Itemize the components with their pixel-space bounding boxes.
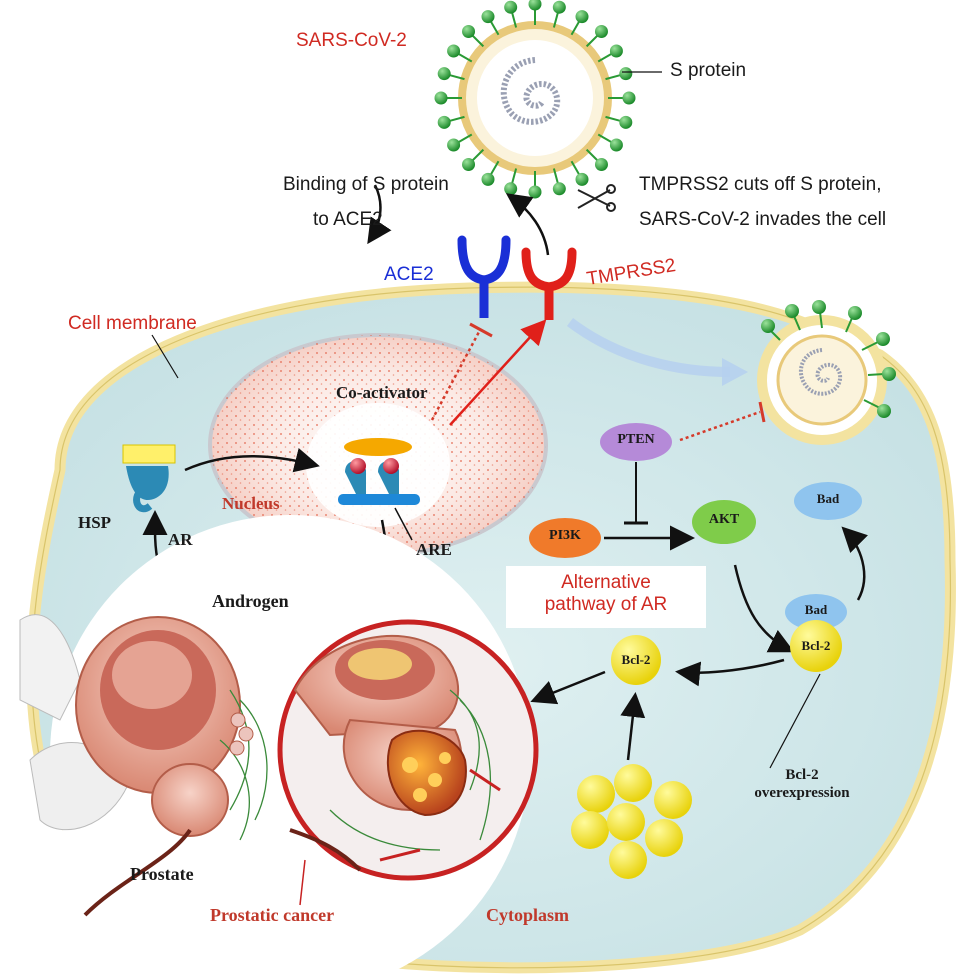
spike-stem [489, 160, 500, 177]
ace2-inhibition [430, 329, 482, 421]
spike-stem [585, 33, 600, 48]
signaling-pathway [529, 401, 868, 769]
spike-protein [619, 115, 633, 129]
label-cytoplasm: Cytoplasm [486, 905, 570, 925]
spike-protein [594, 25, 608, 39]
spike-stem [470, 33, 485, 48]
spike-protein [462, 157, 476, 171]
spike-stem [510, 10, 518, 28]
spike-protein [575, 10, 589, 24]
scissors-icon [577, 184, 616, 212]
label-tmprss2-line2: SARS-CoV-2 invades the cell [639, 209, 887, 230]
spike-stem [510, 168, 518, 186]
spike-stem [489, 19, 500, 36]
spike-protein [528, 0, 542, 11]
spike-stem [605, 73, 623, 81]
label-are: ARE [416, 540, 452, 559]
label-ar: AR [168, 530, 193, 549]
spike-stem [456, 52, 473, 63]
label-cell-membrane: Cell membrane [68, 313, 197, 334]
label-bcl2-left: Bcl-2 [621, 652, 651, 667]
label-tmprss2-line1: TMPRSS2 cuts off S protein, [639, 174, 882, 195]
spike-protein [447, 138, 461, 152]
ar-translocation-arrow [184, 448, 320, 473]
label-prostatic-cancer: Prostatic cancer [210, 905, 335, 925]
label-alt-line2: pathway of AR [544, 594, 668, 615]
label-overexp-line1: Bcl-2 [785, 767, 819, 783]
label-s-protein: S protein [670, 60, 747, 81]
label-akt: AKT [708, 512, 740, 527]
spike-stem [456, 133, 473, 144]
label-hsp: HSP [78, 513, 112, 532]
spike-stem [552, 10, 560, 28]
label-nucleus: Nucleus [222, 494, 280, 513]
spike-stem [552, 168, 560, 186]
entry-arrow [566, 318, 731, 377]
label-androgen: Androgen [212, 591, 289, 611]
ace2-receptor [457, 235, 511, 318]
spike-stem [447, 115, 465, 123]
label-overexp-line2: overexpression [754, 785, 850, 801]
spike-stem [605, 115, 623, 123]
spike-stem [597, 133, 614, 144]
spike-stem [597, 52, 614, 63]
label-bcl2-right: Bcl-2 [801, 638, 831, 653]
label-bad-top: Bad [816, 491, 840, 506]
spike-stem [570, 160, 581, 177]
label-sars-cov-2: SARS-CoV-2 [296, 30, 407, 51]
label-pten: PTEN [617, 432, 655, 447]
spike-protein [552, 0, 566, 14]
ar-complex [338, 438, 420, 505]
hsp-ar-complex [122, 444, 176, 513]
label-binding-line1: Binding of S protein [283, 174, 449, 195]
spike-protein [481, 10, 495, 24]
spike-stem [470, 148, 485, 163]
invasion-arrow [505, 193, 550, 256]
alt-pathway-box: Alternative pathway of AR [506, 566, 706, 628]
spike-protein [437, 67, 451, 81]
binding-arrow [367, 184, 392, 245]
label-bad-bottom: Bad [804, 602, 828, 617]
label-ace2: ACE2 [384, 264, 434, 285]
spike-protein [552, 182, 566, 196]
spike-protein [447, 44, 461, 58]
spike-protein [504, 0, 518, 14]
spike-stem [447, 73, 465, 81]
cancer-circle [277, 619, 539, 881]
spike-protein [462, 25, 476, 39]
spike-protein [434, 91, 448, 105]
label-binding-line2: to ACE2 [313, 209, 383, 230]
spike-protein [609, 44, 623, 58]
tmprss2-receptor [521, 247, 577, 320]
spike-protein [594, 157, 608, 171]
label-pi3k: PI3K [549, 528, 581, 543]
spike-protein [622, 91, 636, 105]
spike-protein [437, 115, 451, 129]
spike-protein [609, 138, 623, 152]
spike-protein [504, 182, 518, 196]
spike-stem [585, 148, 600, 163]
spike-protein [528, 185, 542, 199]
spike-protein [481, 172, 495, 186]
spike-stem [570, 19, 581, 36]
budding-virus [757, 300, 896, 445]
virus-icon [434, 0, 662, 199]
label-co-activator: Co-activator [336, 383, 428, 402]
label-prostate: Prostate [130, 864, 194, 884]
spike-protein [619, 67, 633, 81]
bcl2-cluster [571, 764, 692, 879]
label-alt-line1: Alternative [561, 572, 651, 593]
tmprss2-activation [449, 319, 547, 426]
spike-protein [575, 172, 589, 186]
